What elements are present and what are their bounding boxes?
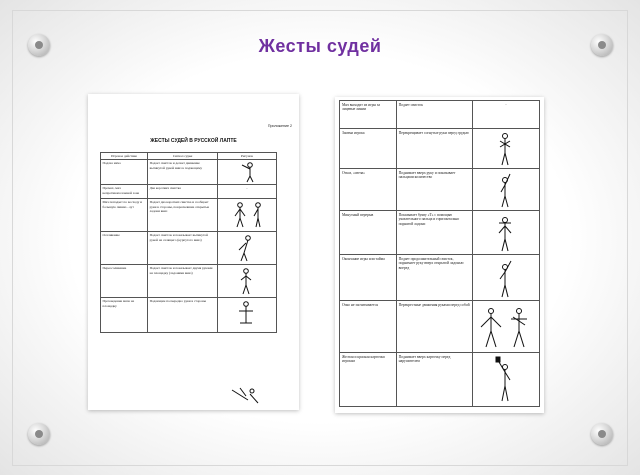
cell-action: Промах, мяч непротивоположной зоне [99, 184, 149, 200]
cell-signal: Поднимает вверх руку и показывает пальца… [395, 168, 474, 211]
cell-picture [472, 300, 540, 353]
cell-signal: Подает свисток [395, 100, 474, 129]
cell-action: Минутный перерыв [339, 210, 397, 255]
table-row: Мяч попадает по восходу и большую линию … [99, 198, 277, 233]
table-row: Отказ, «свеча» Поднимает вверх руку и по… [339, 168, 540, 211]
table-header: Игровое действие Сигнал судьи Рисунок [99, 151, 277, 161]
cell-action: Осаливание [99, 231, 149, 266]
cell-picture [472, 352, 540, 407]
cell-picture [217, 297, 277, 334]
table-row: Очко не засчитывается Перекрестные движе… [339, 300, 540, 353]
cell-action: Желтая и красная карточки игрокам [339, 352, 397, 407]
cell-action: Переосаливание [99, 264, 149, 299]
cell-signal: Перекрещивает согнутые руки перед грудью [395, 128, 474, 169]
table-row: Желтая и красная карточки игрокам Подним… [339, 352, 540, 407]
referee-gestures-document-right: Мяч выходит из игры за лицевые линии Под… [335, 97, 544, 413]
cell-signal: Подает свисток и показывает двумя руками… [147, 264, 218, 299]
gestures-table-right: Мяч выходит из игры за лицевые линии Под… [339, 100, 540, 407]
cell-picture [472, 210, 540, 255]
table-row: Минутный перерыв Показывает букву «Т» с … [339, 210, 540, 255]
referee-figure-icon [241, 162, 253, 183]
referee-figure-icon [231, 387, 259, 404]
referee-figure-icon [499, 132, 511, 165]
cell-action: Мяч выходит из игры за лицевые линии [339, 100, 397, 129]
header-action: Игровое действие [99, 151, 149, 161]
cell-action: Замена игрока [339, 128, 397, 169]
referee-figure-icon [498, 216, 512, 251]
slide-frame [12, 10, 628, 466]
cell-signal: Подает два коротких свистка и сообщает р… [147, 198, 218, 233]
pin-icon [28, 423, 50, 445]
appendix-label: Приложение 2 [267, 124, 292, 128]
referee-figure-icon [240, 268, 251, 295]
gestures-table-left: Игровое действие Сигнал судьи Рисунок По… [99, 151, 277, 334]
table-row: Промах, мяч непротивоположной зоне Два к… [99, 184, 277, 200]
referee-figure-icon [238, 301, 253, 324]
cell-signal: Показывает букву «Т» с помощью указатель… [395, 210, 474, 255]
cell-action: Окончание игры или тайма [339, 254, 397, 301]
cell-signal: Подает продолжительный свисток, поднимае… [395, 254, 474, 301]
cell-picture [217, 159, 277, 186]
cell-action: Очко не засчитывается [339, 300, 397, 353]
table-row: Осаливание Подает свисток и показывает в… [99, 231, 277, 266]
referee-figure-icon [234, 202, 261, 228]
cell-picture [472, 254, 540, 301]
pin-icon [591, 423, 613, 445]
table-row: Окончание игры или тайма Подает продолжи… [339, 254, 540, 301]
cell-signal: Два коротких свистка [147, 184, 218, 200]
cell-picture [217, 231, 277, 266]
cell-action: Прохождение мяча на площадку [99, 297, 149, 334]
cell-picture [472, 128, 540, 169]
cell-action: Подача мяча [99, 159, 149, 186]
pin-icon [28, 34, 50, 56]
referee-figure-icon [499, 260, 512, 297]
table-row: Подача мяча Подает свисток и делает движ… [99, 159, 277, 186]
cell-picture [472, 168, 540, 211]
cell-action: Мяч попадает по восходу и большую линию … [99, 198, 149, 233]
cell-signal: Подает свисток и делает движение вытянут… [147, 159, 218, 186]
referee-gestures-document-left: Приложение 2 ЖЕСТЫ СУДЕЙ В РУССКОЙ ЛАПТЕ… [88, 94, 299, 410]
table-row: Замена игрока Перекрещивает согнутые рук… [339, 128, 540, 169]
document-title: ЖЕСТЫ СУДЕЙ В РУССКОЙ ЛАПТЕ [150, 138, 237, 144]
slide-title: Жесты судей [258, 36, 382, 56]
table-row: Переосаливание Подает свисток и показыва… [99, 264, 277, 299]
cell-signal: Подающие поочередно руки в стороны [147, 297, 218, 334]
cell-action: Отказ, «свеча» [339, 168, 397, 211]
pin-icon [591, 34, 613, 56]
header-picture: Рисунок [217, 151, 277, 161]
cell-picture [217, 198, 277, 233]
table-row: Прохождение мяча на площадку Подающие по… [99, 297, 277, 334]
referee-figure-icon [238, 235, 251, 262]
referee-figure-icon [480, 307, 527, 347]
header-signal: Сигнал судьи [147, 151, 218, 161]
cell-picture [217, 264, 277, 299]
cell-picture: - [472, 100, 540, 129]
referee-figure-icon [495, 356, 511, 401]
referee-figure-icon [500, 173, 511, 207]
cell-signal: Подает свисток и показывает вытянутой ру… [147, 231, 218, 266]
table-row: Мяч выходит из игры за лицевые линии Под… [339, 100, 540, 129]
cell-picture: - [217, 184, 277, 200]
cell-signal: Поднимает вверх карточку перед нарушител… [395, 352, 474, 407]
cell-signal: Перекрестные движения руками перед собой [395, 300, 474, 353]
